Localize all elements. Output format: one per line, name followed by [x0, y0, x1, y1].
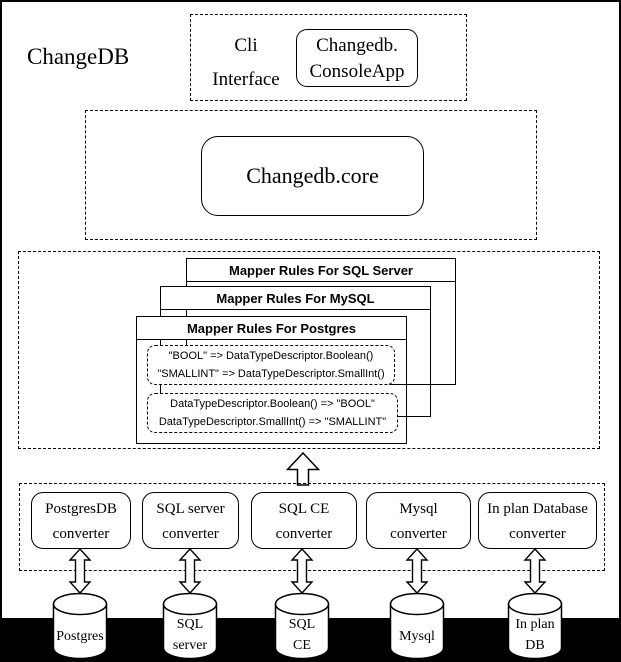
- database-label: SQL CE: [274, 614, 330, 656]
- database-sql-server: SQL server: [162, 592, 218, 660]
- mapper-layer-mysql: Mapper Rules For MySQL: [160, 286, 431, 417]
- converters-group: PostgresDB converter SQL server converte…: [19, 483, 605, 571]
- database-label: Mysql: [389, 626, 445, 647]
- database-label-line: Postgres: [56, 629, 104, 644]
- cli-interface-label-line-2: Interface: [212, 69, 280, 90]
- converter-label-line-1: SQL server: [156, 501, 225, 517]
- cli-interface-group: Cli Interface Changedb. ConsoleApp: [190, 14, 467, 101]
- database-cylinder-icon: [389, 592, 445, 660]
- mapper-layer-postgres-header: Mapper Rules For Postgres: [137, 317, 406, 340]
- converter-in-plan-database: In plan Database converter: [478, 492, 597, 549]
- database-label-line: SQL: [176, 617, 204, 632]
- database-label: SQL server: [162, 614, 218, 656]
- converter-postgresdb: PostgresDB converter: [31, 492, 131, 549]
- core-node: Changedb.core: [201, 136, 424, 216]
- database-mysql: Mysql: [389, 592, 445, 660]
- database-label: Postgres: [52, 626, 108, 647]
- database-in-plan-db: In plan DB: [507, 592, 563, 660]
- consoleapp-node-line-1: Changedb.: [316, 35, 398, 56]
- converter-sql-ce: SQL CE converter: [251, 492, 357, 549]
- database-cylinder-icon: [274, 592, 330, 660]
- database-label-line: In plan: [515, 617, 555, 632]
- database-cylinder-icon: [507, 592, 563, 660]
- converter-label-line-1: PostgresDB: [45, 501, 117, 517]
- diagram-title: ChangeDB: [27, 44, 130, 69]
- converter-label-line-2: converter: [52, 526, 110, 542]
- rule-line: "SMALLINT" => DataTypeDescriptor.SmallIn…: [157, 368, 385, 380]
- rule-line: DataTypeDescriptor.SmallInt() => "SMALLI…: [158, 416, 387, 428]
- double-arrow-icon: [290, 548, 314, 594]
- consoleapp-node: Changedb. ConsoleApp: [296, 29, 418, 87]
- database-label: In plan DB: [507, 614, 563, 656]
- converter-label-line-1: SQL CE: [278, 501, 330, 517]
- database-cylinder-icon: [52, 592, 108, 660]
- converter-label-line-2: converter: [509, 526, 566, 542]
- cli-interface-label: Cli Interface: [199, 29, 293, 97]
- descriptor-to-sql-rules-box: DataTypeDescriptor.Boolean() => "BOOL" D…: [147, 393, 398, 433]
- mapper-layer-mysql-header: Mapper Rules For MySQL: [161, 287, 430, 310]
- database-label-line: Mysql: [399, 629, 435, 644]
- database-label-line: server: [172, 638, 208, 653]
- double-arrow-icon: [178, 548, 202, 594]
- database-label-line: DB: [525, 638, 545, 653]
- consoleapp-node-line-2: ConsoleApp: [309, 61, 405, 82]
- database-label-line: CE: [293, 638, 311, 653]
- database-cylinder-icon: [162, 592, 218, 660]
- converter-label-line-1: In plan Database: [487, 501, 588, 517]
- cli-interface-label-line-1: Cli: [234, 35, 258, 56]
- database-postgres: Postgres: [52, 592, 108, 660]
- mapper-layer-sql-server-header: Mapper Rules For SQL Server: [187, 259, 455, 282]
- sql-to-descriptor-rules-box: "BOOL" => DataTypeDescriptor.Boolean() "…: [147, 345, 395, 385]
- converter-mysql: Mysql converter: [366, 492, 471, 549]
- double-arrow-icon: [523, 548, 547, 594]
- rule-line: DataTypeDescriptor.Boolean() => "BOOL": [170, 398, 375, 410]
- rule-line: "BOOL" => DataTypeDescriptor.Boolean(): [168, 350, 374, 362]
- mapper-layer-postgres: Mapper Rules For Postgres: [136, 316, 407, 444]
- converter-label-line-2: converter: [390, 526, 447, 542]
- converter-label-line-2: converter: [275, 526, 333, 542]
- mapper-layer-sql-server: Mapper Rules For SQL Server: [186, 258, 456, 385]
- double-arrow-icon: [68, 548, 92, 594]
- arrow-up-icon: [286, 452, 320, 486]
- database-sql-ce: SQL CE: [274, 592, 330, 660]
- double-arrow-icon: [405, 548, 429, 594]
- database-label-line: SQL: [288, 617, 316, 632]
- converter-sql-server: SQL server converter: [142, 492, 239, 549]
- converter-label-line-1: Mysql: [399, 501, 438, 517]
- converter-label-line-2: converter: [162, 526, 219, 542]
- core-group: Changedb.core: [85, 110, 537, 240]
- mapper-rules-group: Mapper Rules For SQL Server Mapper Rules…: [18, 251, 600, 449]
